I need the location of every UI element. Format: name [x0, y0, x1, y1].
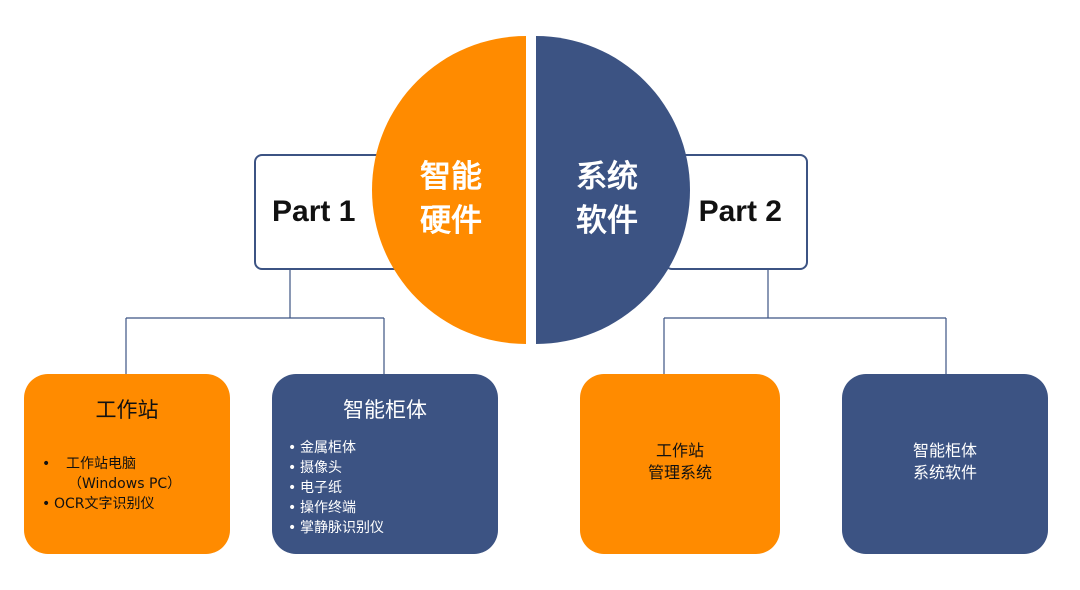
list-item: •电子纸: [288, 480, 342, 496]
card-cabinet: 智能柜体 •金属柜体 •摄像头 •电子纸 •操作终端 •掌静脉识别仪: [272, 374, 498, 554]
circle-left-half: [372, 36, 526, 344]
card-cabinet-software-label: 智能柜体 系统软件: [842, 440, 1048, 484]
card-workstation: 工作站 •工作站电脑 （Windows PC） •OCR文字识别仪: [24, 374, 230, 554]
part1-label: Part 1: [272, 195, 356, 228]
list-item: •摄像头: [288, 460, 342, 476]
bullet-icon: •: [42, 496, 51, 512]
card-workstation-management-line1: 工作站: [655, 441, 704, 460]
list-item: •掌静脉识别仪: [288, 520, 384, 536]
card-cabinet-software-line1: 智能柜体: [912, 441, 977, 460]
bullet-icon: •: [288, 460, 297, 476]
card-workstation-title: 工作站: [95, 398, 159, 422]
part2-label: Part 2: [698, 195, 782, 228]
card-workstation-list: •工作站电脑 （Windows PC） •OCR文字识别仪: [42, 454, 181, 514]
bullet-icon: •: [288, 520, 297, 536]
circle-left-line2: 硬件: [420, 203, 482, 239]
circle-left-label: 智能 硬件: [406, 155, 496, 243]
card-cabinet-list: •金属柜体 •摄像头 •电子纸 •操作终端 •掌静脉识别仪: [288, 438, 384, 538]
connector-lines: [125, 270, 947, 374]
card-cabinet-software: 智能柜体 系统软件: [842, 374, 1048, 554]
circle-right-label: 系统 软件: [562, 155, 652, 243]
circle-left-line1: 智能: [420, 159, 482, 195]
list-item: •操作终端: [288, 500, 356, 516]
card-workstation-management-label: 工作站 管理系统: [580, 440, 780, 484]
circle-right-line2: 软件: [576, 203, 638, 239]
bullet-icon: •: [288, 440, 297, 456]
circle-right-line1: 系统: [576, 159, 638, 195]
list-item: •OCR文字识别仪: [42, 496, 155, 512]
card-workstation-management-line2: 管理系统: [647, 463, 712, 482]
bullet-icon: •: [288, 480, 297, 496]
list-item: •工作站电脑: [42, 456, 136, 472]
card-cabinet-title: 智能柜体: [343, 398, 427, 422]
card-cabinet-software-line2: 系统软件: [912, 463, 977, 482]
bullet-icon: •: [288, 500, 297, 516]
card-workstation-management: 工作站 管理系统: [580, 374, 780, 554]
bullet-icon: •: [42, 456, 51, 472]
list-item: （Windows PC）: [68, 476, 182, 492]
circle-right-half: [536, 36, 690, 344]
list-item: •金属柜体: [288, 440, 356, 456]
